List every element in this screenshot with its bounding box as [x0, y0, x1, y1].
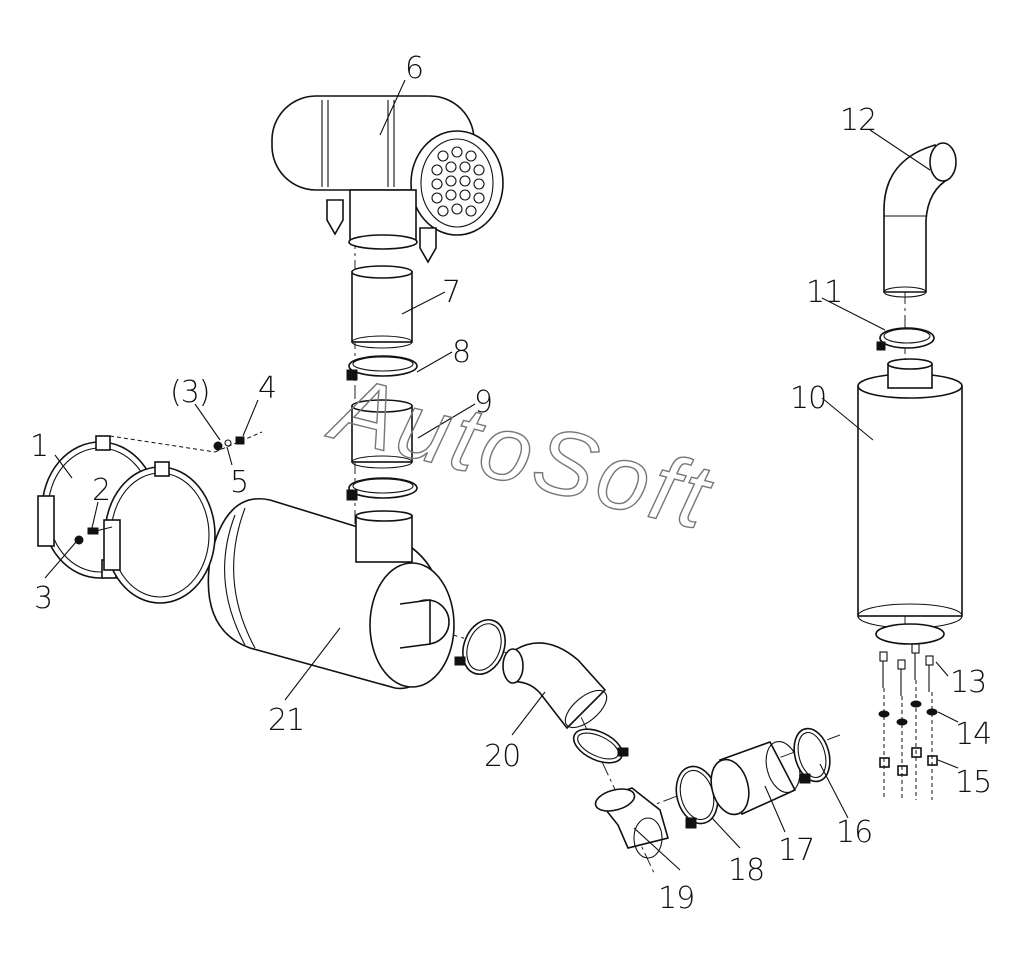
part-19-elbow: [594, 787, 669, 859]
callout-19: 19: [658, 881, 694, 916]
callout-16: 16: [836, 815, 872, 850]
callout-2: 2: [92, 473, 110, 508]
part-17-sleeve: [710, 740, 801, 816]
callout-15: 15: [955, 765, 991, 800]
part-11-clamp: [876, 327, 935, 351]
parts-3-4-5-hardware: [109, 431, 263, 453]
part-10-muffler: [857, 358, 963, 645]
callout-20: 20: [484, 739, 520, 774]
part-7-hose: [351, 265, 413, 349]
part-16-clamp: [793, 727, 831, 784]
callout-10: 10: [790, 381, 826, 416]
callout-5: 5: [230, 465, 248, 500]
callout-3-ref: (3): [170, 375, 210, 410]
callout-13: 13: [950, 665, 986, 700]
strap-band-second: [103, 461, 216, 604]
part-14-washers: [878, 700, 938, 726]
part-13-bolts: [879, 643, 934, 696]
part-15-nuts: [879, 680, 938, 800]
callout-4: 4: [258, 371, 276, 406]
leader-lines: [44, 79, 959, 871]
clamp-upper-air-cleaner: [346, 477, 418, 501]
clamp-at-outlet: [454, 619, 506, 675]
callout-18: 18: [728, 853, 764, 888]
callout-17: 17: [778, 833, 814, 868]
part-6-precleaner: [271, 95, 504, 264]
callout-21: 21: [268, 703, 304, 738]
part-2-bolt: [87, 526, 113, 535]
part-9-hose: [351, 399, 413, 469]
callout-6: 6: [405, 51, 423, 86]
clamp-mid: [572, 728, 629, 764]
callout-8: 8: [452, 335, 470, 370]
callout-labels: 1 2 3 (3) 4 5 6 7 8 9 10 11 12 13 14 15 …: [30, 51, 992, 916]
callout-11: 11: [806, 275, 842, 310]
callout-3: 3: [34, 581, 52, 616]
callout-12: 12: [840, 103, 876, 138]
callout-1: 1: [30, 429, 48, 464]
callout-14: 14: [955, 717, 991, 752]
part-12-elbow-pipe: [883, 142, 957, 298]
part-20-elbow-hose: [502, 642, 608, 730]
part-8-clamp: [346, 355, 418, 381]
callout-9: 9: [474, 385, 492, 420]
callout-7: 7: [442, 275, 460, 310]
part-21-air-cleaner: [207, 498, 455, 690]
precleaner-tubes: [431, 146, 485, 217]
part-3-nut: [74, 535, 84, 545]
